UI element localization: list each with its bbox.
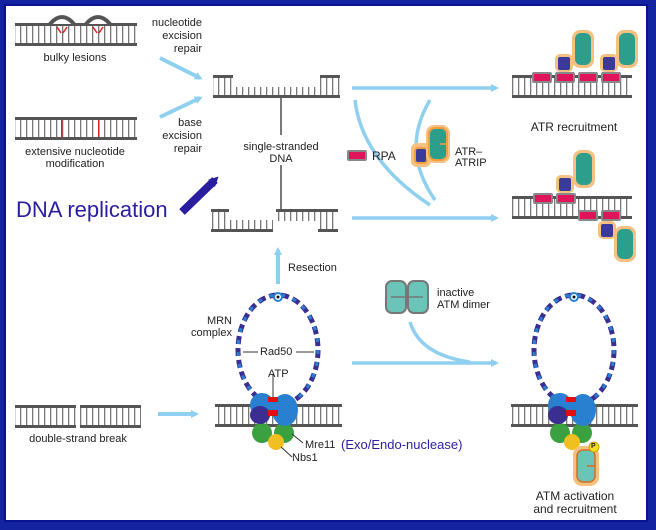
ber-arrow: [159, 96, 203, 119]
rad50-label: Rad50: [260, 346, 293, 358]
ner-label-1: nucleotide: [151, 17, 202, 29]
bulky-lesions-dna: [15, 15, 137, 46]
ssdna-label-1: single-stranded: [243, 141, 319, 153]
extensive-mod-label-1: extensive nucleotide: [25, 146, 125, 158]
atr-atrip-label-2: ATRIP: [455, 157, 487, 169]
ner-arrow: [159, 56, 203, 80]
ner-label-3: repair: [173, 43, 202, 55]
ber-label-2: excision: [162, 130, 202, 142]
double-strand-break-dna: [15, 405, 141, 428]
dna-replication-arrow: [179, 176, 219, 215]
atr-recruitment-top: [512, 30, 638, 98]
atm-curve-arrow: [408, 321, 471, 364]
atr-pathway-arrows: [352, 84, 499, 222]
atr-recruitment-label: ATR recruitment: [530, 120, 618, 134]
mrn-complex-left: [215, 292, 342, 458]
phosphate-icon: [588, 441, 600, 453]
inactive-atm-label-1: inactive: [437, 287, 475, 299]
extensive-mod-label-2: modification: [45, 158, 105, 170]
mrn-label-1: MRN: [206, 315, 232, 327]
exo-endo-nuclease-label: (Exo/Endo-nuclease): [341, 437, 463, 452]
atm-activation-label-2: and recruitment: [533, 502, 617, 516]
nbs1-label: Nbs1: [292, 452, 318, 464]
modified-dna: [15, 117, 137, 140]
ssdna-bottom: [211, 209, 338, 232]
rpa-label: RPA: [372, 149, 396, 163]
bulky-lesions-label: bulky lesions: [43, 52, 107, 64]
mre11-label: Mre11: [305, 439, 336, 451]
ber-label-3: repair: [173, 143, 202, 155]
atr-atrip-icon: [411, 125, 450, 167]
dna-replication-label: DNA replication: [16, 197, 168, 222]
atp-label: ATP: [268, 368, 289, 380]
phosphate-label: P: [591, 443, 596, 450]
atr-recruitment-bottom: [512, 150, 636, 262]
atm-activation-label-1: ATM activation: [535, 489, 615, 503]
inactive-atm-label-2: ATM dimer: [437, 299, 490, 311]
inactive-atm-dimer-icon: [385, 280, 429, 314]
ssdna-top: [213, 75, 340, 210]
atr-atrip-label-1: ATR–: [455, 146, 483, 158]
mrn-complex-atm-right: [511, 292, 638, 486]
double-strand-break-label: double-strand break: [29, 433, 127, 445]
mrn-label-2: complex: [191, 327, 232, 339]
resection-label: Resection: [288, 262, 337, 274]
ssdna-label-2: DNA: [269, 153, 293, 165]
ber-label-1: base: [178, 117, 202, 129]
ner-label-2: excision: [162, 30, 202, 42]
